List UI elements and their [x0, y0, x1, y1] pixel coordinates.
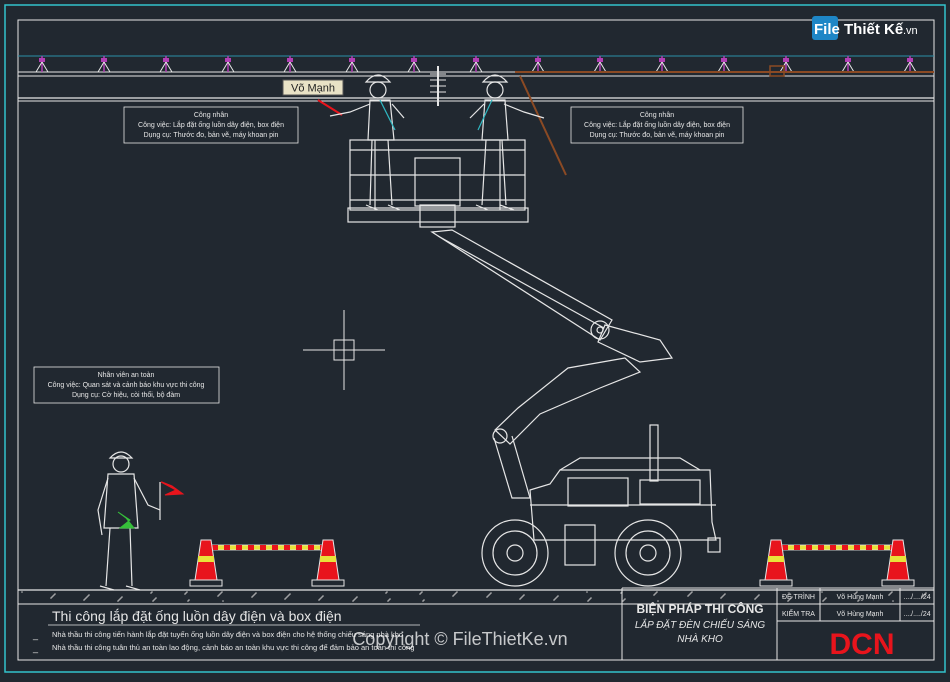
callout-title: Công nhân — [640, 112, 674, 119]
hanger-icon — [841, 56, 855, 73]
junction-box — [769, 65, 785, 77]
barrier-bar — [211, 544, 326, 551]
callout-tools: Dụng cụ: Thước đo, bản vẽ, máy khoan pin — [144, 132, 279, 139]
title-block-row-name: Võ Hùng Mạnh — [837, 611, 884, 618]
crosshair-cursor-icon — [303, 310, 385, 390]
callout-title: Công nhân — [194, 112, 228, 119]
drill-icon — [317, 99, 343, 116]
hanger-icon — [221, 56, 235, 73]
hanger-icon — [593, 56, 607, 73]
traffic-cone-icon — [759, 539, 793, 587]
worker-right-callout: Công nhân Công việc: Lắp đặt ống luồn dâ… — [570, 106, 744, 144]
copyright-watermark: Copyright © FileThietKe.vn — [352, 629, 567, 649]
callout-title: Nhân viên an toàn — [98, 372, 155, 379]
callout-task: Công việc: Quan sát và cảnh báo khu vực … — [48, 382, 205, 389]
hanger-icon — [283, 56, 297, 73]
callout-tools: Dụng cụ: Cờ hiệu, còi thổi, bộ đàm — [72, 391, 180, 399]
label-tag: Võ Mạnh — [291, 83, 335, 95]
boom-arm — [430, 229, 674, 499]
title-block-row-label: KIỂM TRA — [782, 609, 815, 618]
note-bullet-1: _ — [32, 630, 39, 640]
worker-right-figure — [469, 74, 545, 211]
title-block-sub2: NHÀ KHO — [677, 632, 723, 645]
ground-texture — [21, 591, 927, 602]
inner-frame — [17, 19, 935, 661]
light-fixture-icon — [430, 66, 446, 106]
traffic-cone-icon — [881, 539, 915, 587]
logo-text: File Thiết Kế — [814, 21, 904, 38]
hanger-icon — [97, 56, 111, 73]
traffic-cone-icon — [189, 539, 223, 587]
barrier-bar — [781, 544, 896, 551]
vehicle-wheel-rear — [614, 519, 682, 587]
main-title: Thi công lắp đặt ống luồn dây điện và bo… — [52, 608, 342, 624]
vehicle-wheel-front — [481, 519, 549, 587]
dcn-logo: DCN — [830, 628, 895, 661]
callout-task: Công việc: Lắp đặt ống luồn dây điện, bo… — [138, 120, 284, 129]
callout-tools: Dụng cụ: Thước đo, bản vẽ, máy khoan pin — [590, 132, 725, 139]
ceiling-hangers — [35, 56, 917, 73]
note-bullet-2: _ — [32, 643, 39, 653]
title-block — [621, 587, 934, 660]
filethietke-logo: File Thiết Kế .vn — [812, 16, 918, 40]
hanger-icon — [159, 56, 173, 73]
traffic-cone-icon — [311, 539, 345, 587]
drop-conduit — [519, 75, 567, 176]
hanger-icon — [407, 56, 421, 73]
safety-officer-figure — [97, 451, 161, 591]
hanger-icon — [35, 56, 49, 73]
title-block-heading: BIỆN PHÁP THI CÔNG — [636, 601, 763, 616]
note-line-2: Nhà thầu thi công tuân thủ an toàn lao đ… — [52, 643, 414, 652]
worker-left-callout: Công nhân Công việc: Lắp đặt ống luồn dâ… — [123, 106, 299, 144]
outer-frame — [4, 4, 946, 673]
note-line-1: Nhà thầu thi công tiến hành lắp đặt tuyế… — [52, 630, 403, 639]
worker-left-figure — [329, 74, 405, 211]
hanger-icon — [903, 56, 917, 73]
hanger-icon — [469, 56, 483, 73]
green-flag-icon — [117, 511, 136, 529]
title-block-sub1: LẮP ĐẶT ĐÈN CHIẾU SÁNG — [635, 618, 765, 631]
hanger-icon — [655, 56, 669, 73]
callout-task: Công việc: Lắp đặt ống luồn dây điện, bo… — [584, 120, 730, 129]
hanger-icon — [345, 56, 359, 73]
logo-suffix: .vn — [903, 25, 918, 37]
label-tag-box — [282, 79, 344, 96]
title-block-row-name: Võ Hùng Mạnh — [837, 594, 884, 601]
hanger-icon — [779, 56, 793, 73]
title-block-row-date: ..../..../24 — [903, 594, 930, 601]
aerial-platform-basket — [347, 139, 529, 228]
safety-officer-callout: Nhân viên an toàn Công việc: Quan sát và… — [33, 366, 220, 404]
hanger-icon — [531, 56, 545, 73]
safety-barriers — [189, 539, 915, 587]
hanger-icon — [717, 56, 731, 73]
title-block-row-date: ..../..../24 — [903, 611, 930, 618]
title-block-row-label: ĐỀ TRÌNH — [782, 591, 815, 601]
red-flag-icon — [160, 481, 185, 496]
aerial-lift-vehicle — [529, 424, 721, 566]
